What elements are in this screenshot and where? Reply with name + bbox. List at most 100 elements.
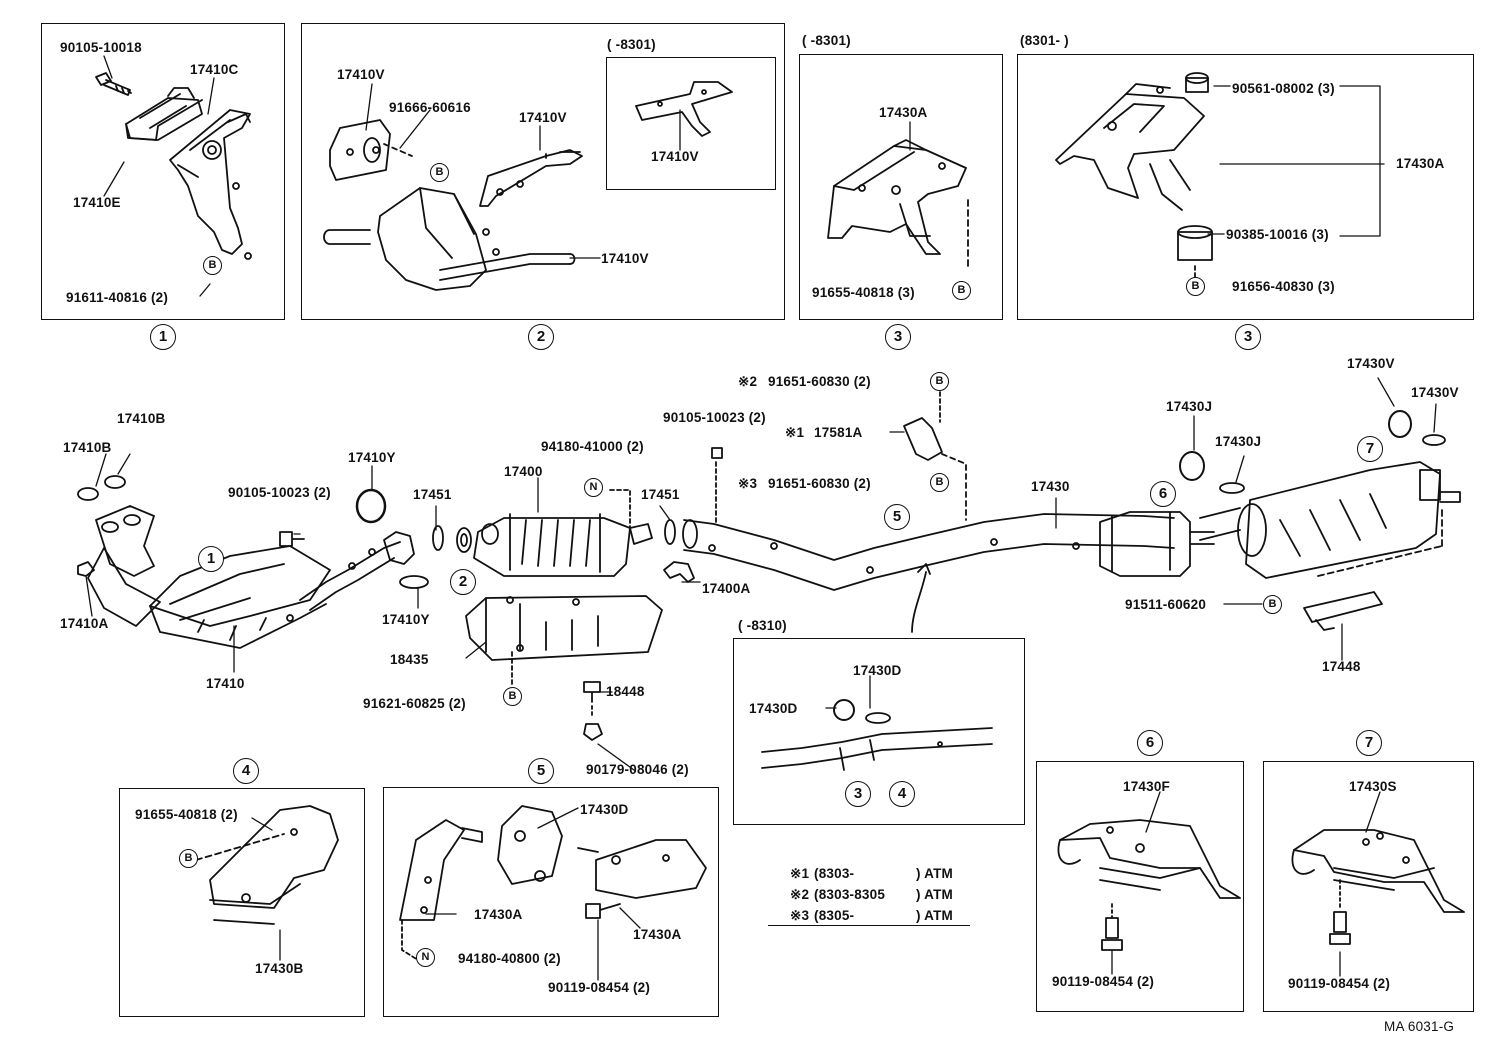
date-range: ( -8301) [607, 37, 656, 52]
part-label-bolt-note2: 91651-60830 (2) [768, 374, 871, 389]
note-row: ※2 (8303-8305 ) ATM [768, 885, 972, 906]
note-range: (8305- [814, 908, 855, 923]
part-label-17448: 17448 [1322, 659, 1361, 674]
part-label-17410y-top: 17410Y [348, 450, 396, 465]
part-label-bolt-center: 90105-10023 (2) [663, 410, 766, 425]
s3b-drawing [1055, 72, 1213, 279]
note-suffix: ) ATM [916, 866, 953, 881]
section-2-inset-box [606, 57, 776, 190]
section-1-number: 1 [150, 324, 176, 350]
section-1-box [41, 23, 285, 320]
section-5-number: 5 [528, 758, 554, 784]
part-label-17451-right: 17451 [641, 487, 680, 502]
part-label-17410y-bottom: 17410Y [382, 612, 430, 627]
part-label-nut-clip: 90179-08046 (2) [586, 762, 689, 777]
part-label-17430d: 17430D [580, 802, 629, 817]
callout-7: 7 [1357, 436, 1383, 462]
s5-drawing [399, 805, 707, 961]
section-3b-box [1017, 54, 1474, 320]
part-label-bolts: 91611-40816 (2) [66, 290, 169, 305]
part-label-bolt-91666: 91666-60616 [389, 100, 471, 115]
date-range: (8301- ) [1020, 33, 1069, 48]
note-suffix: ) ATM [916, 908, 953, 923]
part-label-tail-bolt: 91511-60620 [1125, 597, 1207, 612]
part-label-17430v-1: 17430V [1347, 356, 1395, 371]
part-label-17410c: 17410C [190, 62, 239, 77]
note-row: ※3 (8305- ) ATM [768, 906, 972, 927]
part-label-insulator-bolts: 91621-60825 (2) [363, 696, 466, 711]
part-label-17430j-1: 17430J [1166, 399, 1213, 414]
part-label-17410a: 17410A [60, 616, 109, 631]
part-label-17430b: 17430B [255, 961, 304, 976]
note-marker-1: ※1 [785, 425, 805, 440]
part-label-17430d: 17430D [853, 663, 902, 678]
section-8310-box [733, 638, 1025, 825]
bolt-marker-b: B [952, 281, 971, 300]
part-label-17430j-2: 17430J [1215, 434, 1262, 449]
part-label-17410v-inset: 17410V [651, 149, 699, 164]
nut-marker-n: N [416, 948, 435, 967]
part-label-collar: 90561-08002 (3) [1232, 81, 1335, 96]
note-suffix: ) ATM [916, 887, 953, 902]
section-3a-number: 3 [885, 324, 911, 350]
section-2-box [301, 23, 785, 320]
callout-1: 1 [198, 546, 224, 572]
s8310-drawing [761, 699, 993, 771]
diagram-code: MA 6031-G [1384, 1019, 1455, 1034]
section-5-box [383, 787, 719, 1017]
section-3b-number: 3 [1235, 324, 1261, 350]
part-label-17430a-left: 17430A [474, 907, 523, 922]
section-6-number: 6 [1137, 730, 1163, 756]
notes-underline [768, 925, 970, 926]
part-label-17410v-mid: 17410V [519, 110, 567, 125]
part-label-17410: 17410 [206, 676, 245, 691]
bolt-marker-b: B [930, 372, 949, 391]
part-label-17410b: 17410B [63, 440, 112, 455]
note-marker-2: ※2 [738, 374, 758, 389]
date-range: ( -8310) [738, 618, 787, 633]
part-label-18448: 18448 [606, 684, 645, 699]
callout-2: 2 [450, 569, 476, 595]
part-label-17410v-bottom: 17410V [601, 251, 649, 266]
ref-3: 3 [845, 781, 871, 807]
note-range: (8303-8305 [814, 887, 886, 902]
part-label-bolt: 90119-08454 (2) [1288, 976, 1391, 991]
part-label-nut: 94180-40800 (2) [458, 951, 561, 966]
notes-legend: ※1 (8303- ) ATM ※2 (8303-8305 ) ATM ※3 (… [768, 864, 972, 927]
ref-4: 4 [889, 781, 915, 807]
part-label-cushion: 90385-10016 (3) [1226, 227, 1329, 242]
section-3a-box [799, 54, 1003, 320]
main-drawing [77, 391, 1461, 741]
part-label-17451-left: 17451 [413, 487, 452, 502]
part-label-17430a-right: 17430A [633, 927, 682, 942]
note-row: ※1 (8303- ) ATM [768, 864, 972, 885]
note-mark: ※2 [790, 887, 810, 902]
part-label-17430v-2: 17430V [1411, 385, 1459, 400]
bolt-marker-b: B [930, 473, 949, 492]
part-label-bolt: 90119-08454 (2) [1052, 974, 1155, 989]
s4-drawing [195, 805, 339, 925]
part-label-17430a: 17430A [879, 105, 928, 120]
part-label-17400: 17400 [504, 464, 543, 479]
part-label-17410v-top: 17410V [337, 67, 385, 82]
s6-drawing [1057, 819, 1241, 951]
part-label-17430f: 17430F [1123, 779, 1170, 794]
bolt-marker-b: B [179, 849, 198, 868]
nut-marker-n: N [584, 478, 603, 497]
part-label-17430d: 17430D [749, 701, 798, 716]
s3a-drawing [827, 139, 969, 271]
bolt-marker-b: B [1186, 277, 1205, 296]
note-marker-3: ※3 [738, 476, 758, 491]
section-7-box [1263, 761, 1474, 1012]
leader-lines [85, 55, 1437, 981]
part-label-bolts: 91655-40818 (3) [812, 285, 915, 300]
part-label-18435: 18435 [390, 652, 429, 667]
section-4-number: 4 [233, 758, 259, 784]
s7-drawing [1291, 829, 1465, 945]
note-mark: ※1 [790, 866, 810, 881]
note-mark: ※3 [790, 908, 810, 923]
bolt-marker-b: B [503, 687, 522, 706]
part-label-17581a: 17581A [814, 425, 863, 440]
callout-6: 6 [1150, 481, 1176, 507]
